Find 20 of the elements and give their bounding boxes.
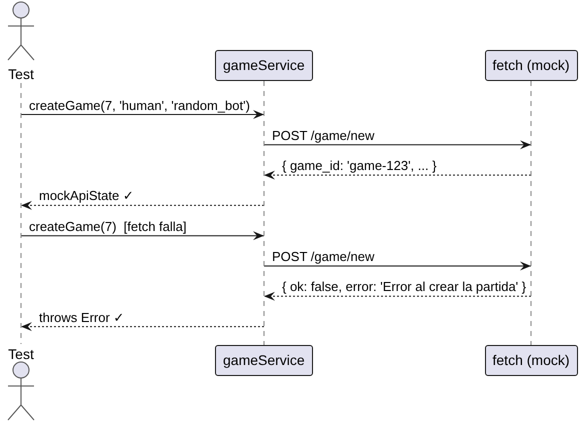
- dashed-arrow: [264, 170, 532, 180]
- message-label: { game_id: 'game-123', ... }: [281, 158, 438, 174]
- message-label: { ok: false, error: 'Error al crear la partida' }: [281, 279, 528, 294]
- participant-box: gameService: [215, 345, 313, 376]
- arrow: [20, 231, 264, 240]
- participant-box: fetch (mock): [484, 50, 578, 81]
- arrow: [264, 140, 532, 150]
- message-label: createGame(7) [fetch falla]: [28, 218, 188, 234]
- actor-label: Test: [7, 66, 35, 82]
- dashed-arrow: [264, 292, 532, 301]
- actor-label: Test: [7, 346, 35, 362]
- message-label: POST /game/new: [271, 128, 376, 143]
- dashed-arrow: [20, 322, 264, 332]
- dashed-arrow: [20, 200, 264, 210]
- arrow: [264, 262, 532, 270]
- participant-box: gameService: [215, 50, 313, 81]
- message-label: createGame(7, 'human', 'random_bot'): [28, 98, 251, 112]
- participant-box: fetch (mock): [484, 345, 578, 376]
- arrow: [20, 110, 264, 119]
- message-label: POST /game/new: [271, 249, 376, 264]
